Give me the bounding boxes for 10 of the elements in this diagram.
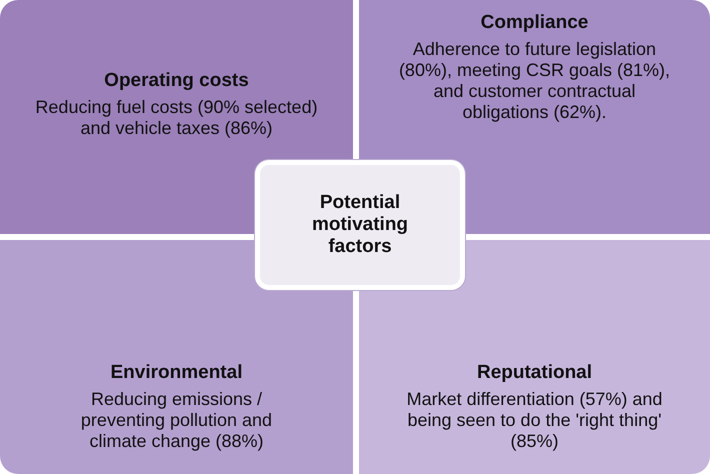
center-title: Potential motivating factors [310,192,410,258]
quadrant-description: Adherence to future legislation (80%), meeting CSR goals (81%), and customer contractual obligations (62%). [398,39,672,123]
quadrant-heading: Environmental [110,362,242,384]
quadrant-heading: Reputational [476,362,592,384]
center-box [255,160,465,290]
quadrant-description: Market differentiation (57%) and being seen to do the 'right thing' (85%) [406,389,664,452]
quadrant-description: Reducing fuel costs (90% selected) and vehicle taxes (86%) [34,97,319,139]
quadrant-heading: Compliance [480,12,588,34]
quadrant-heading: Operating costs [104,70,249,92]
quadrant-description: Reducing emissions / preventing pollution and climate change (88%) [80,389,274,452]
